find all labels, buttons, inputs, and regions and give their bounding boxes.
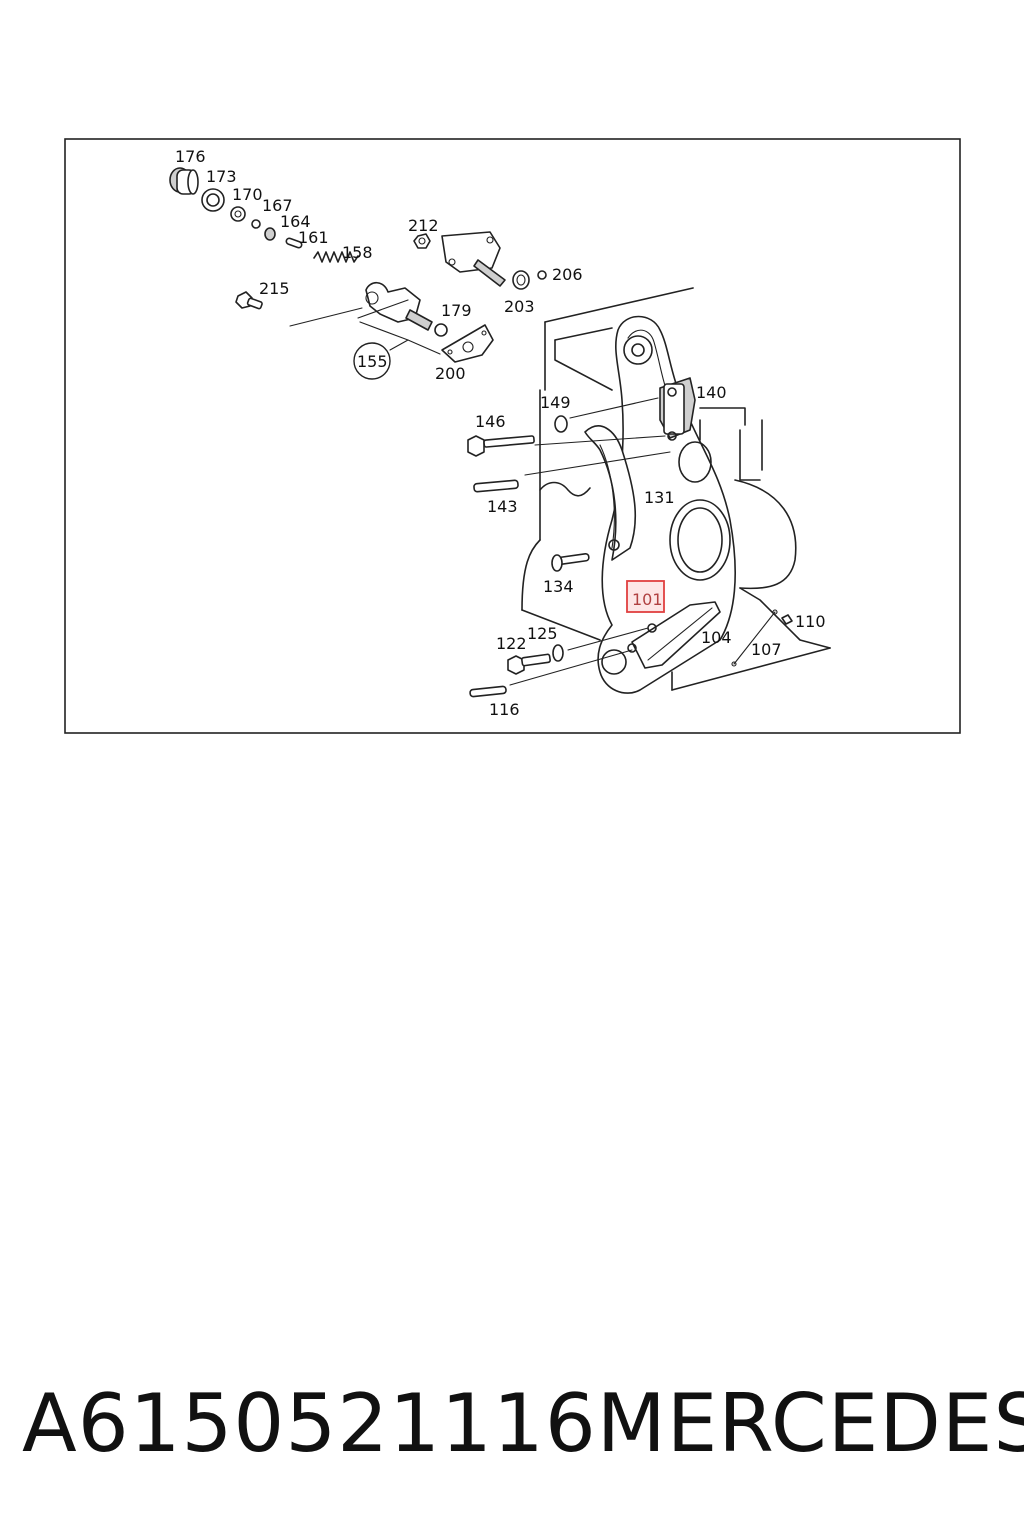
callout-125: 125 xyxy=(527,624,558,643)
callout-179: 179 xyxy=(441,301,472,320)
callout-155-circle xyxy=(353,342,391,380)
callout-149: 149 xyxy=(540,393,571,412)
callout-164: 164 xyxy=(280,212,311,231)
callout-203: 203 xyxy=(504,297,535,316)
small-parts-top xyxy=(169,167,547,363)
callout-116: 116 xyxy=(489,700,520,719)
callout-215: 215 xyxy=(259,279,290,298)
engine-block-outline xyxy=(521,287,831,691)
caption-bar: A6150521116 MERCEDES xyxy=(0,1368,1024,1478)
tensioner-rail xyxy=(584,425,637,561)
callout-200: 200 xyxy=(435,364,466,383)
callout-143: 143 xyxy=(487,497,518,516)
callout-212: 212 xyxy=(408,216,439,235)
callout-131: 131 xyxy=(644,488,675,507)
callout-176: 176 xyxy=(175,147,206,166)
callout-170: 170 xyxy=(232,185,263,204)
callout-107: 107 xyxy=(751,640,782,659)
callout-155: 155 xyxy=(357,352,388,371)
bolts-middle xyxy=(467,397,793,698)
callout-134: 134 xyxy=(543,577,574,596)
callout-122: 122 xyxy=(496,634,527,653)
callout-labels: 176 173 170 167 164 161 158 212 206 203 … xyxy=(175,147,826,719)
callout-161: 161 xyxy=(298,228,329,247)
callout-158: 158 xyxy=(342,243,373,262)
callout-140: 140 xyxy=(696,383,727,402)
chain-guide xyxy=(627,601,721,669)
callout-206: 206 xyxy=(552,265,583,284)
diagram-frame xyxy=(64,138,961,734)
callout-104: 104 xyxy=(701,628,732,647)
callout-173: 173 xyxy=(206,167,237,186)
callout-146: 146 xyxy=(475,412,506,431)
part-number: A6150521116 xyxy=(22,1376,597,1470)
callout-167: 167 xyxy=(262,196,293,215)
brand-name: MERCEDES xyxy=(596,1376,1024,1470)
tensioner-140 xyxy=(659,377,696,441)
callout-101: 101 xyxy=(632,590,663,609)
highlight-box-101 xyxy=(626,580,665,613)
callout-110: 110 xyxy=(795,612,826,631)
